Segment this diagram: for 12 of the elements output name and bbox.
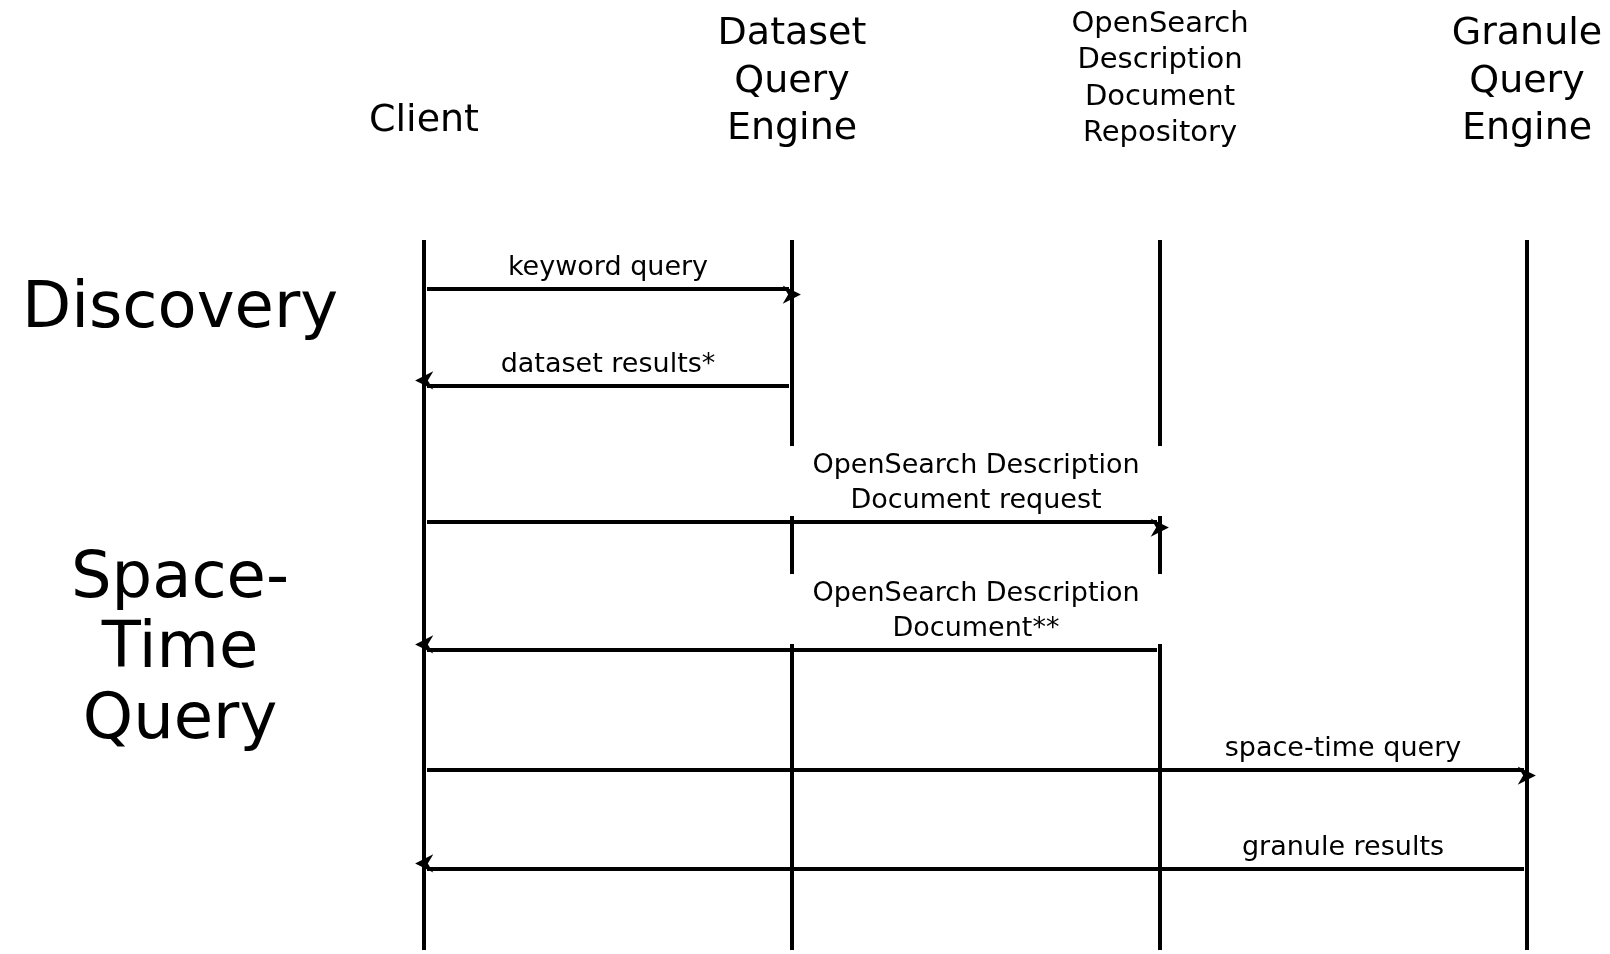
participant-name: Granule Query Engine bbox=[1450, 8, 1604, 150]
participant-name: Client bbox=[368, 95, 480, 142]
message-arrow bbox=[427, 766, 1536, 785]
message-arrow bbox=[415, 635, 1157, 654]
message-arrow bbox=[427, 518, 1169, 537]
participant-name: Dataset Query Engine bbox=[716, 8, 868, 150]
section-label: Space- Time Query bbox=[69, 540, 291, 752]
message-arrow bbox=[427, 285, 801, 304]
message-arrow bbox=[415, 371, 789, 390]
section-label: Discovery bbox=[20, 270, 340, 341]
message-arrow bbox=[415, 854, 1524, 873]
participant-name: OpenSearch Description Document Repository bbox=[1070, 4, 1250, 149]
